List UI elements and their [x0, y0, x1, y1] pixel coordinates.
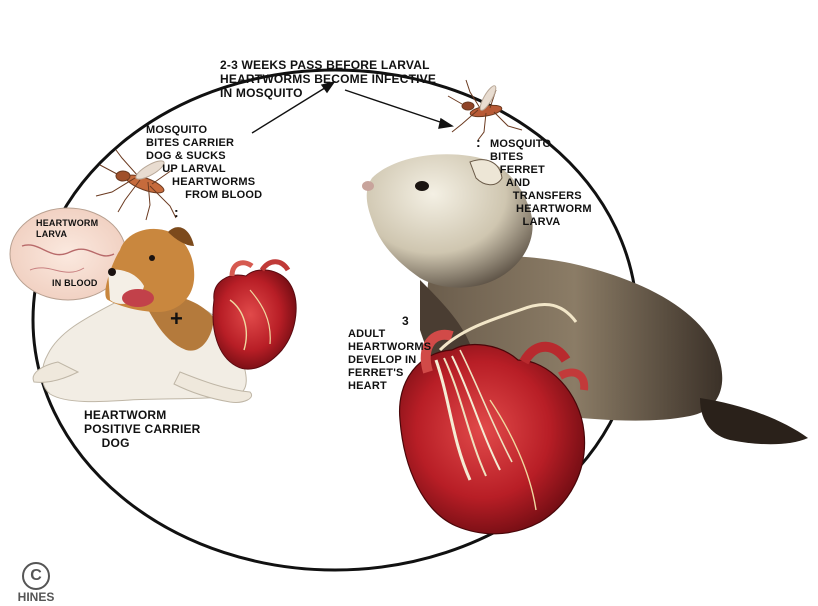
plus-mark: + [170, 308, 183, 330]
adult-heartworms-label: ADULT HEARTWORMS DEVELOP IN FERRET'S HEA… [348, 328, 431, 393]
dog-heart-illustration [213, 262, 296, 369]
colon-mark-dog: : [174, 206, 179, 219]
copyright-name: HINES [14, 590, 58, 604]
mosquito-ferret-illustration [448, 80, 522, 140]
carrier-dog-label: HEARTWORM POSITIVE CARRIER DOG [84, 408, 201, 450]
copyright-symbol: C [22, 562, 50, 590]
adult-number: 3 [402, 314, 409, 328]
mosquito-bites-dog-label: MOSQUITO BITES CARRIER DOG & SUCKS UP LA… [146, 124, 262, 202]
mosquito-bites-ferret-label: MOSQUITO BITES FERRET AND TRANSFERS HEAR… [490, 138, 592, 229]
larva-inset-label: HEARTWORM LARVA [36, 218, 98, 240]
colon-mark-ferret: : [476, 136, 481, 149]
larva-inset-blood-label: IN BLOOD [52, 278, 98, 289]
copyright-mark: C HINES [14, 562, 58, 604]
top-caption: 2-3 WEEKS PASS BEFORE LARVAL HEARTWORMS … [220, 58, 436, 100]
